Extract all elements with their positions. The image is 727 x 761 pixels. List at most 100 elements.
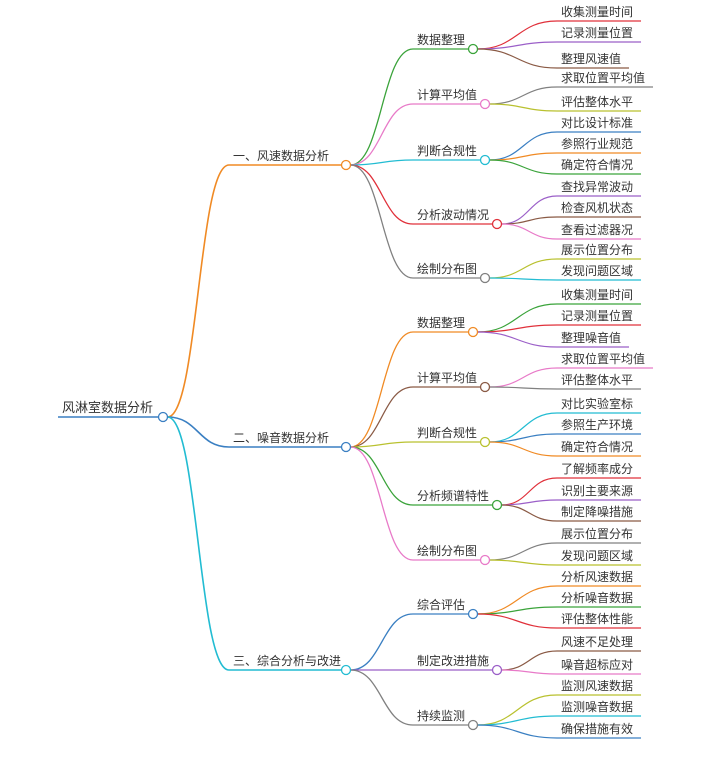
- sub-topic-label: 数据整理: [417, 32, 465, 47]
- leaf-connector: [501, 223, 558, 240]
- leaf-label: 评估整体性能: [561, 611, 633, 626]
- leaf-connector: [489, 542, 558, 561]
- sub-topic-connector: [350, 164, 414, 225]
- root-topic-label: 风淋室数据分析: [62, 400, 153, 416]
- leaf-label: 监测风速数据: [561, 678, 633, 693]
- sub-topic-connector: [350, 446, 414, 561]
- leaf-connector: [477, 694, 558, 726]
- leaf-label: 收集测量时间: [561, 287, 633, 302]
- collapse-toggle[interactable]: [340, 664, 352, 676]
- leaf-label: 检查风机状态: [561, 200, 633, 215]
- leaf-label: 查看过滤器况: [561, 223, 633, 237]
- leaf-label: 确定符合情况: [561, 157, 633, 172]
- leaf-connector: [489, 131, 558, 161]
- leaf-label: 展示位置分布: [561, 242, 633, 257]
- branch-connector: [167, 416, 230, 448]
- leaf-label: 噪音超标应对: [561, 657, 633, 672]
- collapse-toggle[interactable]: [491, 499, 503, 511]
- collapse-toggle[interactable]: [479, 554, 491, 566]
- leaf-label: 求取位置平均值: [561, 351, 645, 366]
- leaf-label: 发现问题区域: [561, 263, 633, 278]
- collapse-toggle[interactable]: [157, 411, 169, 423]
- sub-topic-label: 分析频谱特性: [417, 488, 489, 503]
- leaf-connector: [489, 367, 558, 388]
- sub-topic-connector: [350, 159, 414, 166]
- leaf-label: 记录测量位置: [561, 25, 633, 40]
- sub-topic-label: 持续监测: [417, 708, 465, 723]
- sub-topic-label: 判断合规性: [417, 143, 477, 158]
- leaf-connector: [501, 669, 558, 675]
- collapse-toggle[interactable]: [479, 436, 491, 448]
- leaf-connector: [489, 258, 558, 279]
- collapse-toggle[interactable]: [340, 159, 352, 171]
- leaf-connector: [501, 477, 558, 506]
- leaf-label: 识别主要来源: [561, 484, 633, 498]
- leaf-connector: [477, 715, 558, 726]
- collapse-toggle[interactable]: [467, 326, 479, 338]
- mind-map-nodes: 风淋室数据分析一、风速数据分析数据整理收集测量时间记录测量位置整理风速值计算平均…: [62, 4, 645, 736]
- leaf-label: 确定符合情况: [561, 439, 633, 454]
- leaf-label: 整理风速值: [561, 51, 621, 66]
- leaf-connector: [477, 324, 558, 333]
- collapse-toggle[interactable]: [491, 664, 503, 676]
- leaf-connector: [477, 724, 558, 739]
- sub-topic-label: 计算平均值: [417, 370, 477, 385]
- collapse-toggle[interactable]: [479, 154, 491, 166]
- leaf-label: 分析噪音数据: [561, 590, 633, 605]
- leaf-label: 对比实验室标: [561, 396, 633, 411]
- leaf-label: 评估整体水平: [561, 94, 633, 109]
- leaf-connector: [489, 559, 558, 566]
- branch-label: 二、噪音数据分析: [233, 430, 329, 445]
- collapse-toggle[interactable]: [467, 608, 479, 620]
- sub-topic-label: 综合评估: [417, 597, 465, 612]
- collapse-toggle[interactable]: [479, 272, 491, 284]
- sub-topic-label: 制定改进措施: [417, 653, 489, 668]
- connector-lines: [58, 20, 654, 739]
- leaf-label: 求取位置平均值: [561, 70, 645, 85]
- leaf-label: 发现问题区域: [561, 548, 633, 563]
- sub-topic-connector: [350, 331, 414, 448]
- branch-connector: [167, 164, 230, 418]
- leaf-label: 了解频率成分: [561, 461, 633, 476]
- leaf-connector: [477, 303, 558, 333]
- leaf-connector: [501, 195, 558, 225]
- sub-topic-connector: [350, 103, 414, 166]
- leaf-label: 确保措施有效: [561, 721, 633, 736]
- leaf-connector: [477, 20, 558, 50]
- sub-topic-label: 判断合规性: [417, 425, 477, 440]
- leaf-connector: [501, 650, 558, 671]
- leaf-label: 收集测量时间: [561, 4, 633, 19]
- sub-topic-connector: [350, 446, 414, 506]
- leaf-label: 制定降噪措施: [561, 504, 633, 519]
- collapse-toggle[interactable]: [491, 218, 503, 230]
- leaf-connector: [477, 41, 558, 50]
- leaf-connector: [477, 331, 558, 348]
- branch-label: 三、综合分析与改进: [233, 653, 341, 668]
- leaf-label: 整理噪音值: [561, 330, 621, 345]
- leaf-label: 监测噪音数据: [561, 699, 633, 714]
- sub-topic-connector: [350, 48, 414, 166]
- leaf-connector: [477, 48, 558, 69]
- collapse-toggle[interactable]: [479, 381, 491, 393]
- leaf-connector: [489, 277, 558, 281]
- leaf-label: 风速不足处理: [561, 635, 633, 649]
- leaf-label: 参照生产环境: [561, 417, 633, 432]
- leaf-connector: [501, 504, 558, 522]
- leaf-connector: [477, 613, 558, 629]
- leaf-connector: [501, 499, 558, 506]
- leaf-label: 查找异常波动: [561, 180, 633, 194]
- sub-topic-connector: [350, 386, 414, 448]
- collapse-toggle[interactable]: [467, 43, 479, 55]
- sub-topic-label: 数据整理: [417, 315, 465, 330]
- collapse-toggle[interactable]: [479, 98, 491, 110]
- leaf-label: 记录测量位置: [561, 308, 633, 323]
- collapse-toggle[interactable]: [340, 441, 352, 453]
- sub-topic-connector: [350, 441, 414, 448]
- leaf-connector: [489, 86, 558, 105]
- sub-topic-label: 分析波动情况: [417, 208, 489, 222]
- collapse-toggle[interactable]: [467, 719, 479, 731]
- sub-topic-connector: [350, 164, 414, 279]
- leaf-connector: [489, 441, 558, 457]
- sub-topic-label: 计算平均值: [417, 87, 477, 102]
